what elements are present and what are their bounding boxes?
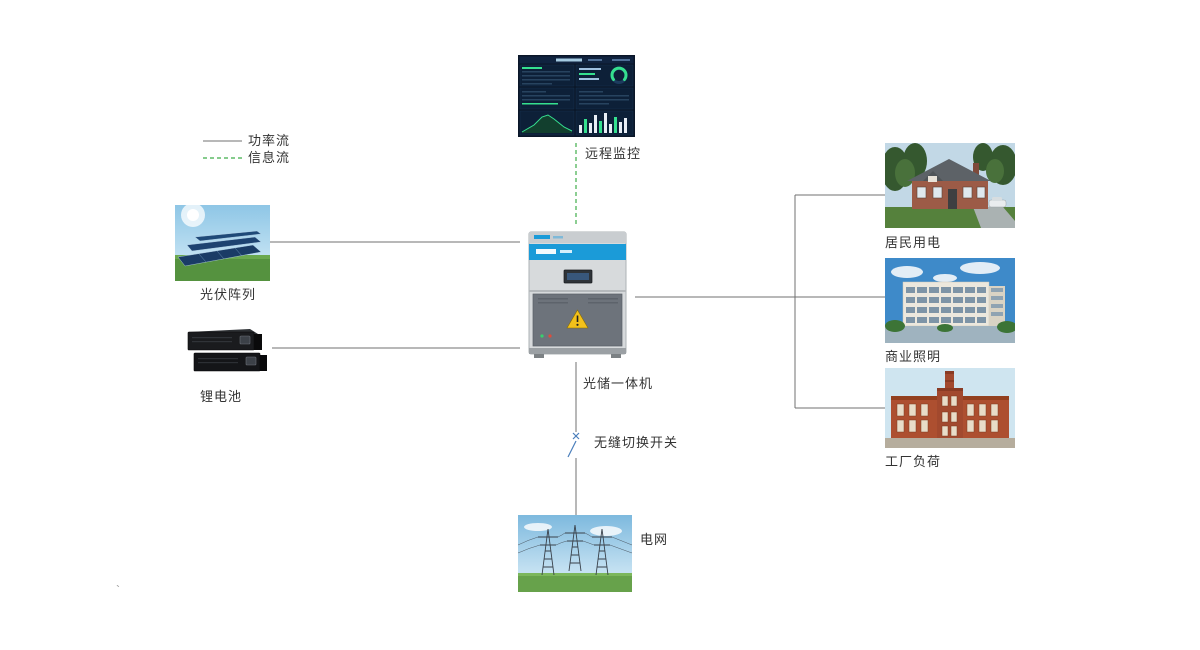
factory-icon: [885, 368, 1015, 448]
residential-image: [885, 143, 1015, 228]
commercial-label: 商业照明: [885, 349, 942, 364]
transmission-towers-icon: [518, 515, 632, 592]
grid-label: 电网: [640, 532, 669, 547]
remote-monitor-image: [518, 55, 635, 137]
office-building-icon: [885, 258, 1015, 343]
grid-image: [518, 515, 632, 592]
transfer-switch-icon: [567, 432, 580, 458]
lithium-battery-label: 锂电池: [200, 389, 243, 404]
legend-info-flow-label: 信息流: [248, 150, 291, 165]
pv-array-label: 光伏阵列: [200, 287, 257, 302]
storage-inverter-icon: [520, 228, 635, 362]
transfer-switch-label: 无缝切换开关: [594, 435, 679, 450]
factory-label: 工厂负荷: [885, 454, 942, 469]
residential-label: 居民用电: [885, 235, 942, 250]
solar-panels-icon: [175, 205, 270, 281]
house-icon: [885, 143, 1015, 228]
dashboard-screen-icon: [518, 55, 635, 137]
commercial-image: [885, 258, 1015, 343]
battery-icon: [178, 325, 272, 382]
inverter-label: 光储一体机: [583, 376, 654, 391]
lithium-battery-image: [178, 325, 272, 382]
remote-monitor-label: 远程监控: [585, 146, 642, 161]
pv-array-image: [175, 205, 270, 281]
inverter-image: [520, 228, 635, 362]
stray-mark: `: [116, 583, 120, 597]
legend-power-flow-label: 功率流: [248, 133, 291, 148]
factory-image: [885, 368, 1015, 448]
